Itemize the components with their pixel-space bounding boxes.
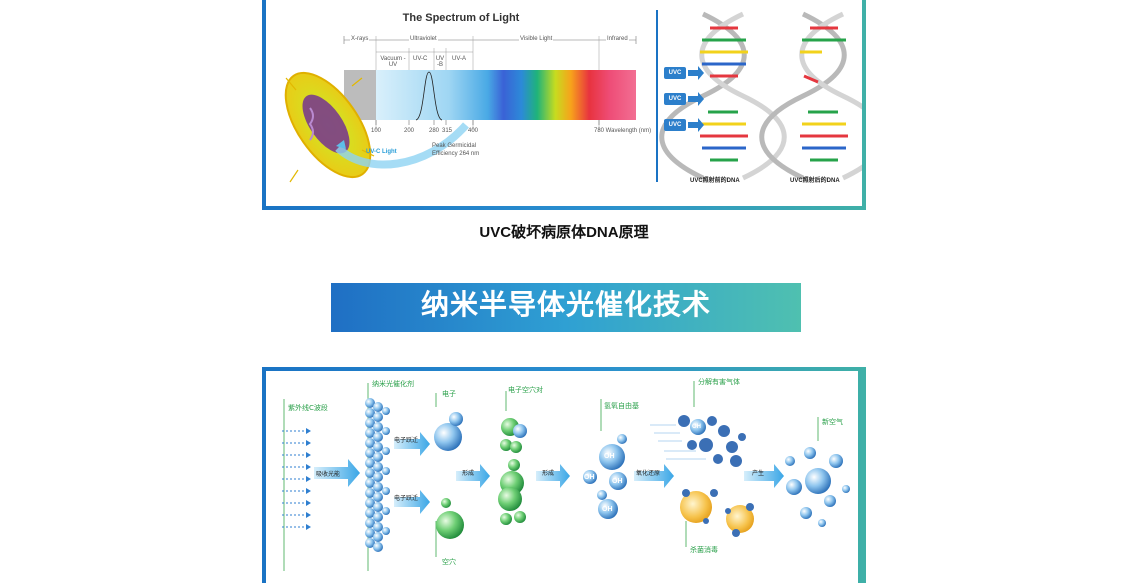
oh-label-5: OH [692, 424, 701, 430]
photocatalysis-panel-inner: 紫外线C波段 吸收光能 纳米光催化剂 电子跃迁 电子跃迁 电子 空穴 电子空穴对… [266, 371, 858, 583]
label-pair: 电子空穴对 [508, 386, 543, 394]
label-absorb: 吸收光能 [316, 471, 341, 478]
spectrum-panel: The Spectrum of Light [262, 0, 866, 210]
tick-400: 400 [468, 128, 479, 134]
photocatalysis-panel: 紫外线C波段 吸收光能 纳米光催化剂 电子跃迁 电子跃迁 电子 空穴 电子空穴对… [262, 367, 866, 583]
label-form-1: 形成 [462, 470, 475, 477]
subband-uva: UV-A [452, 56, 467, 62]
uvc-tag-1: UVC [664, 67, 686, 79]
uvc-tag-2: UVC [664, 93, 686, 105]
spectrum-panel-inner: The Spectrum of Light [266, 0, 862, 206]
oh-label-3: OH [602, 506, 613, 513]
label-hole: 空穴 [442, 558, 456, 566]
band-infrared: Infrared [606, 36, 629, 42]
spectrum-graphic [284, 36, 637, 183]
label-catalyst: 纳米光催化剂 [372, 380, 414, 388]
spectrum-diagram: The Spectrum of Light [266, 0, 656, 206]
dna-after-caption: UVC照射后的DNA [790, 178, 840, 184]
oh-label-2: OH [612, 478, 623, 485]
band-visible: Visible Light [519, 36, 554, 42]
bacterium-illustration [284, 71, 375, 183]
tick-315: 315 [442, 128, 453, 134]
oh-label-4: OH [584, 474, 595, 481]
subband-vacuum-uv: Vacuum -UV [380, 56, 406, 68]
label-jump-1: 电子跃迁 [394, 437, 419, 444]
uvc-tag-3: UVC [664, 119, 686, 131]
label-fresh-air: 新空气 [822, 418, 843, 426]
subband-uvc: UV-C [413, 56, 428, 62]
label-decompose: 分解有害气体 [698, 378, 740, 386]
label-produce: 产生 [752, 470, 765, 477]
dna-before-caption: UVC照射前的DNA [690, 178, 740, 184]
band-ultraviolet: Ultraviolet [409, 36, 438, 42]
label-sterilize: 杀菌消毒 [690, 546, 718, 554]
uvc-principle-caption: UVC破坏病原体DNA原理 [479, 224, 649, 241]
uvc-light-label: UV-C Light [366, 149, 397, 155]
label-electron: 电子 [442, 390, 456, 398]
spectrum-title: The Spectrum of Light [402, 12, 520, 24]
banner-title: 纳米半导体光催化技术 [420, 288, 711, 321]
subband-uvb: UV -B [435, 56, 445, 68]
label-uvc-band: 紫外线C波段 [288, 404, 328, 412]
band-xrays: X-rays [350, 36, 370, 42]
oh-label-1: OH [604, 453, 615, 460]
tick-280: 280 [429, 128, 440, 134]
tick-100: 100 [371, 128, 382, 134]
tick-780: 780 Wavelength (nm) [594, 128, 652, 134]
photocatalysis-graphic [282, 381, 850, 571]
peak-note: Peak Germicidal [432, 143, 477, 149]
panel-divider [656, 10, 658, 182]
label-form-2: 形成 [542, 470, 555, 477]
peak-note-2: Efficiency 264 nm [432, 151, 480, 157]
label-jump-2: 电子跃迁 [394, 495, 419, 502]
section-banner: 纳米半导体光催化技术 [331, 283, 801, 332]
dna-diagram: UVC UVC UVC UVC照射前的DNA UVC照射后的DNA [658, 0, 862, 206]
tick-200: 200 [404, 128, 415, 134]
dna-graphic [659, 11, 862, 181]
label-hydroxyl: 氢氧自由基 [604, 402, 639, 410]
label-redox: 氧化还原 [636, 470, 661, 477]
